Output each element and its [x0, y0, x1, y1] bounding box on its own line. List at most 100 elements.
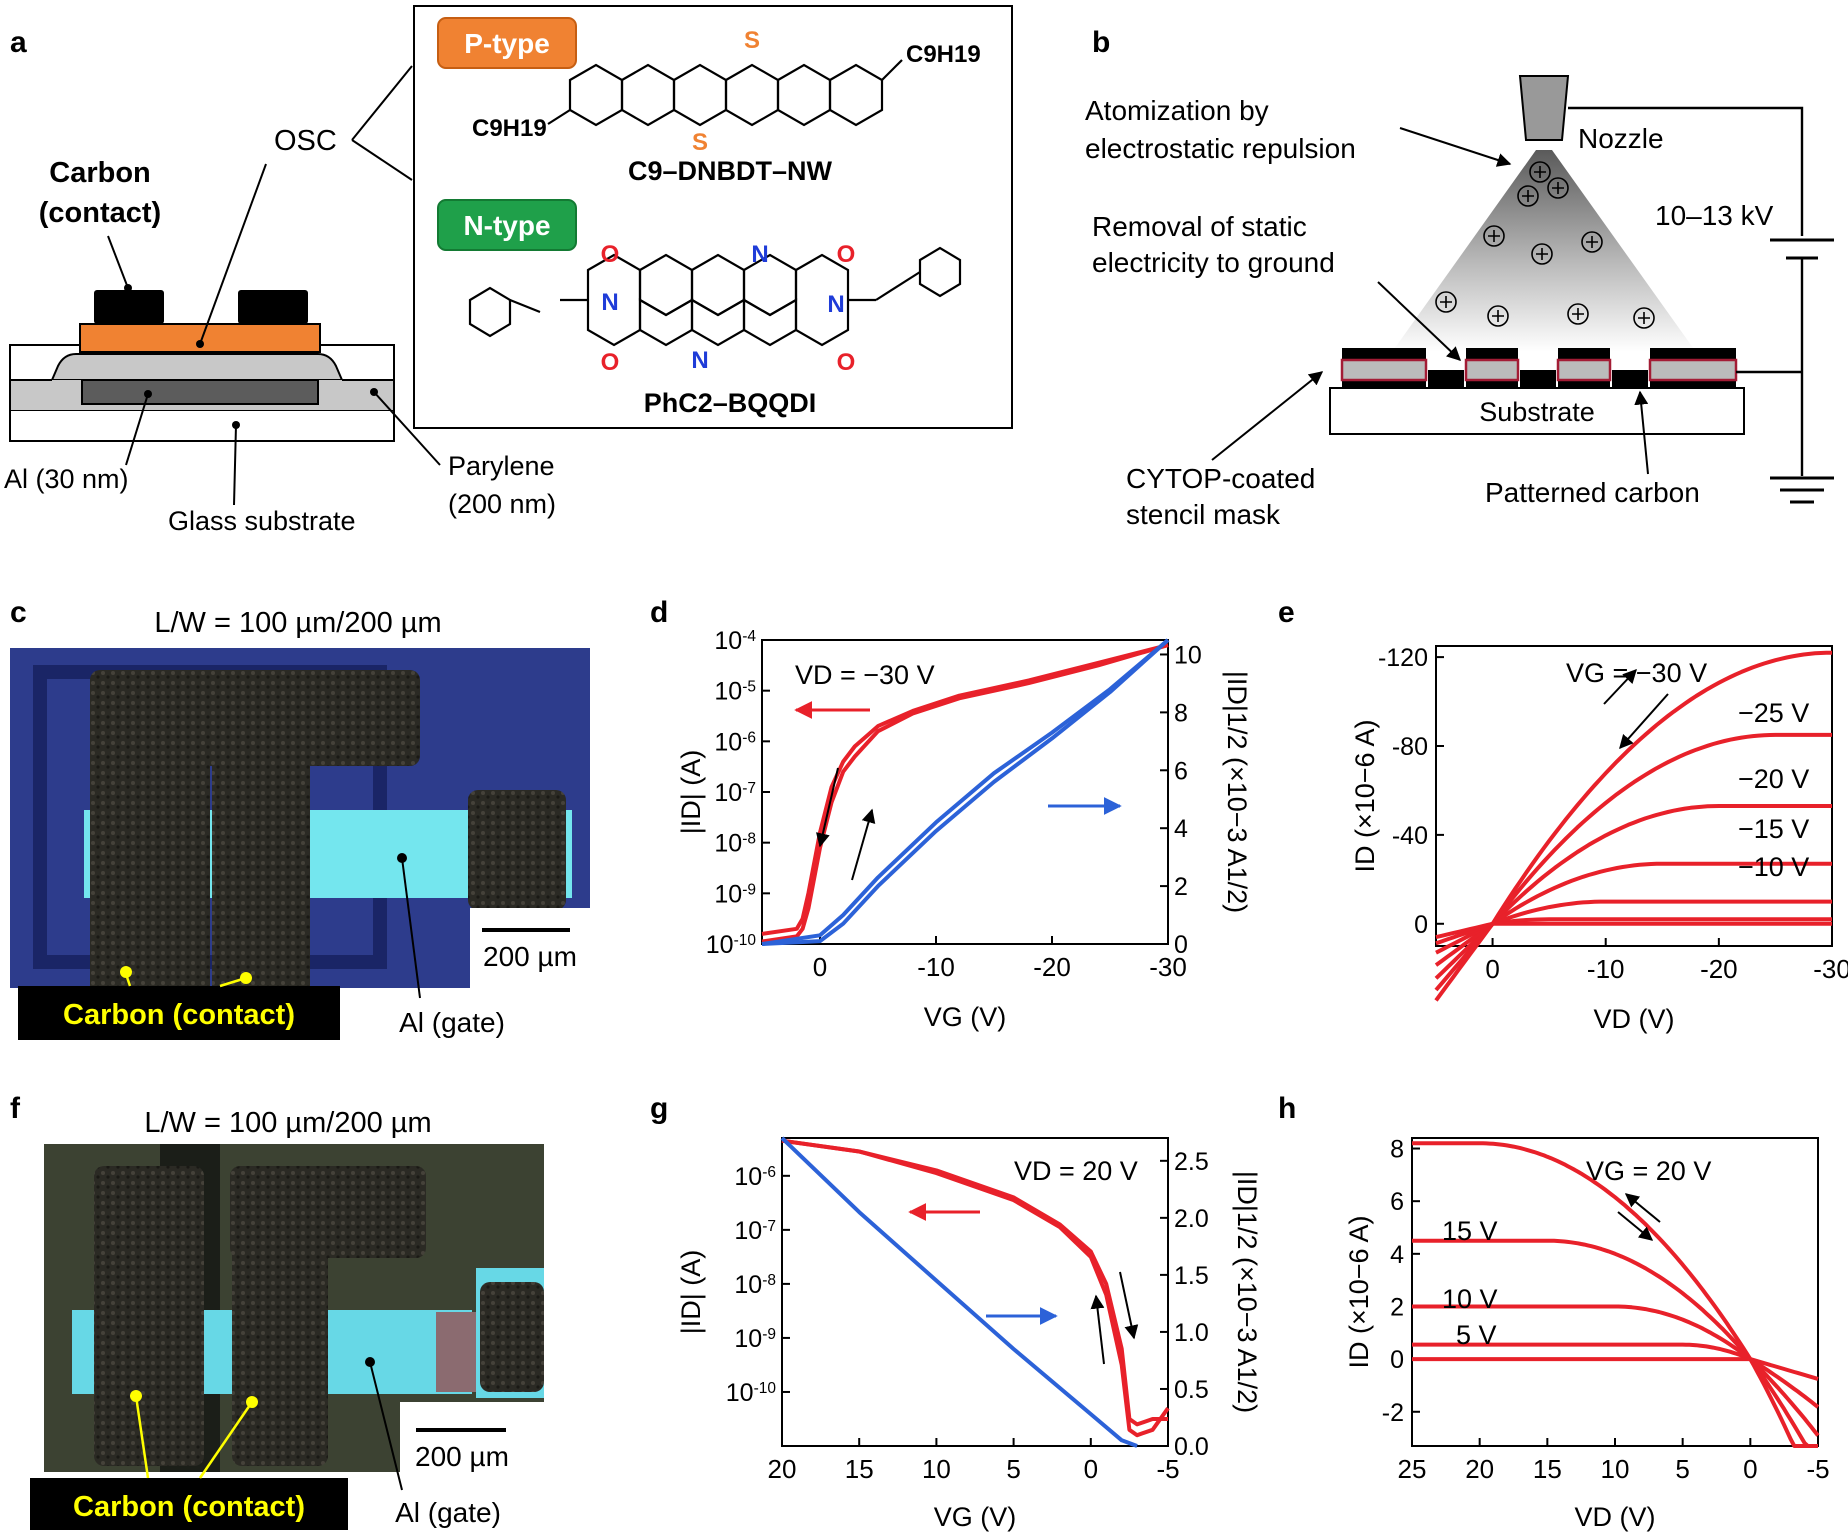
- transfer-curve-log: [761, 643, 1169, 944]
- parylene-layer: [50, 353, 344, 381]
- y-tick-label: 6: [1390, 1188, 1404, 1216]
- y-tick-label-right: 6: [1174, 757, 1188, 785]
- sweep-arrow-up: [1624, 1193, 1661, 1223]
- y-tick-label-right: 0.5: [1174, 1376, 1209, 1404]
- carbon-label: Carbon: [49, 157, 151, 189]
- y-tick-label: -2: [1382, 1399, 1404, 1427]
- oxygen-1: O: [601, 241, 620, 268]
- nitrogen-bottom: N: [691, 347, 708, 374]
- curve-label: VG = 20 V: [1586, 1156, 1711, 1186]
- y-tick-label-left: 10-5: [714, 678, 756, 706]
- contact-label: (contact): [39, 197, 161, 229]
- panel-letter-e: e: [1278, 596, 1295, 629]
- transfer-curve-log: [781, 1138, 1170, 1438]
- spray-cone: [1392, 150, 1696, 352]
- y-tick-label-left: 10-6: [734, 1163, 776, 1191]
- y-tick-label-right: 2: [1174, 873, 1188, 901]
- panel-letter-d: d: [650, 596, 668, 629]
- bqqdi-structure: [468, 246, 962, 347]
- x-tick-label: 5: [1006, 1454, 1020, 1484]
- sweep-arrow-down: [1119, 1271, 1139, 1340]
- sweep-arrow-up: [1090, 1294, 1105, 1365]
- annotation-vd: VD = 20 V: [1014, 1156, 1138, 1186]
- curve-label: VG = −30 V: [1566, 658, 1707, 688]
- y-axis-label-left: |ID| (A): [676, 1250, 706, 1335]
- oxygen-2: O: [601, 349, 620, 376]
- x-tick-label: 15: [1533, 1454, 1562, 1484]
- panel-letter-g: g: [650, 1092, 668, 1125]
- micrograph-c-title: L/W = 100 µm/200 µm: [154, 607, 441, 639]
- transfer-curve-log: [761, 643, 1169, 936]
- panel-b: b Substrate: [1085, 26, 1834, 530]
- y-axis-label: ID (×10−6 A): [1350, 719, 1380, 872]
- plot-frame: [1435, 645, 1833, 947]
- osc-label: OSC: [274, 125, 337, 157]
- x-tick-label: 10: [922, 1454, 951, 1484]
- y-tick-label-left: 10-4: [714, 627, 756, 655]
- curve-label: −15 V: [1738, 814, 1809, 844]
- panel-letter-h: h: [1278, 1092, 1296, 1125]
- carbon-electrode-f-right: [232, 1166, 328, 1466]
- panel-letter-b: b: [1092, 26, 1110, 59]
- chart-d: d 0-10-20-3010-1010-910-810-710-610-510-…: [650, 596, 1252, 1032]
- ptype-molecule-name: C9–DNBDT–NW: [628, 156, 833, 186]
- transfer-curve-sqrt: [761, 638, 1170, 946]
- scale-label-f: 200 µm: [415, 1441, 509, 1472]
- substrate-label: Substrate: [1479, 397, 1595, 427]
- ptype-badge: [437, 17, 577, 69]
- curve-label: −10 V: [1738, 852, 1809, 882]
- x-tick-label: 0: [1743, 1454, 1757, 1484]
- y-tick-label-left: 10-10: [706, 931, 757, 959]
- output-curve: [1412, 1357, 1819, 1381]
- nitrogen-right: N: [827, 291, 844, 318]
- y-tick-label-right: 8: [1174, 699, 1188, 727]
- y-tick-label: 8: [1390, 1136, 1404, 1164]
- voltage-label: 10–13 kV: [1655, 200, 1774, 231]
- x-tick-label: 20: [1465, 1454, 1494, 1484]
- stencil-mask: [1340, 348, 1738, 388]
- x-tick-label: 0: [1485, 954, 1499, 984]
- micrograph-f-title: L/W = 100 µm/200 µm: [144, 1107, 431, 1139]
- x-axis-label: VD (V): [1594, 1004, 1675, 1034]
- curve-label: −25 V: [1738, 698, 1809, 728]
- scale-label-c: 200 µm: [483, 941, 577, 972]
- x-tick-label: 0: [813, 952, 827, 982]
- atomization-line2: electrostatic repulsion: [1085, 133, 1356, 164]
- glass-substrate-label: Glass substrate: [168, 506, 356, 536]
- x-tick-label: 0: [1084, 1454, 1098, 1484]
- panel-f: f L/W = 100 µm/200 µm 200 µm Carbon (con…: [10, 1092, 550, 1530]
- y-tick-label: -120: [1378, 644, 1428, 672]
- sulfur-top: S: [744, 27, 760, 54]
- curve-label: 10 V: [1442, 1284, 1498, 1314]
- panel-letter-a: a: [10, 26, 27, 59]
- y-tick-label-left: 10-8: [714, 830, 756, 858]
- removal-line1: Removal of static: [1092, 211, 1307, 242]
- y-tick-label-left: 10-7: [714, 779, 756, 807]
- y-tick-label-right: 0: [1174, 931, 1188, 959]
- output-curve: [1435, 899, 1832, 955]
- nozzle-label: Nozzle: [1578, 123, 1664, 154]
- x-axis-label: VG (V): [934, 1502, 1017, 1532]
- oxygen-4: O: [837, 349, 856, 376]
- transfer-curve-sqrt: [780, 1136, 1138, 1448]
- sweep-arrow-down: [1619, 693, 1669, 750]
- curve-label: 15 V: [1442, 1216, 1498, 1246]
- x-tick-label: -20: [1033, 952, 1071, 982]
- y-tick-label-left: 10-8: [734, 1271, 776, 1299]
- x-tick-label: 15: [845, 1454, 874, 1484]
- x-tick-label: -5: [1156, 1454, 1179, 1484]
- c9-left: C9H19: [472, 115, 547, 142]
- y-tick-label: 4: [1390, 1241, 1404, 1269]
- y-axis-label-right: |ID|1/2 (×10−3 A1/2): [1232, 1171, 1262, 1413]
- nozzle: [1518, 75, 1570, 141]
- al-gate-layer: [81, 379, 319, 405]
- removal-line2: electricity to ground: [1092, 247, 1335, 278]
- nitrogen-left: N: [601, 289, 618, 316]
- cytop-line1: CYTOP-coated: [1126, 463, 1315, 494]
- sweep-arrow-down: [816, 767, 839, 848]
- panel-letter-f: f: [10, 1092, 21, 1125]
- y-tick-label-right: 4: [1174, 815, 1188, 843]
- panel-letter-c: c: [10, 596, 27, 629]
- carbon-electrode-f-left: [94, 1166, 204, 1466]
